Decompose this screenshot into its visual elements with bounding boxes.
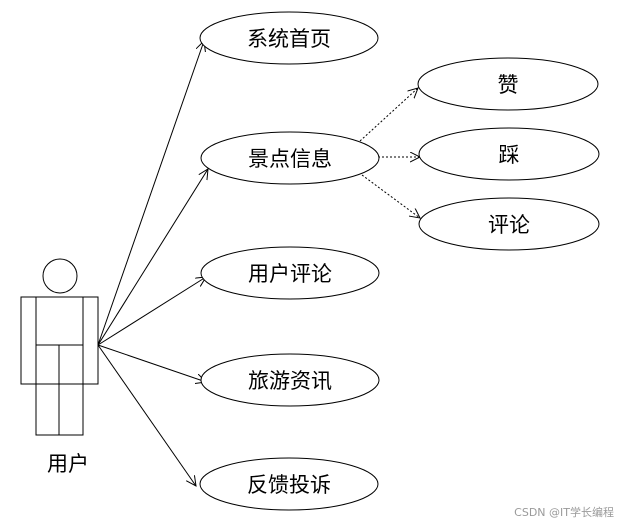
actor-label: 用户 (47, 452, 89, 476)
association-user-reviews (97, 277, 206, 346)
sub-use-case-comment-label: 评论 (488, 213, 530, 237)
extensions (359, 88, 420, 218)
use-case-complaint-label: 反馈投诉 (247, 473, 331, 497)
use-case-home: 系统首页 (199, 11, 379, 65)
extension-like (359, 88, 418, 142)
associations (97, 41, 208, 486)
association-travel-news (97, 344, 206, 382)
use-case-complaint: 反馈投诉 (199, 457, 379, 511)
association-home (97, 41, 204, 346)
use-case-travel-news-label: 旅游资讯 (248, 369, 332, 393)
use-case-home-label: 系统首页 (247, 27, 331, 51)
use-case-scenic-info-label: 景点信息 (248, 147, 332, 171)
extension-comment (361, 174, 420, 218)
sub-use-case-like-label: 赞 (498, 73, 519, 97)
use-case-scenic-info: 景点信息 (200, 131, 380, 185)
use-case-user-reviews: 用户评论 (200, 246, 380, 300)
actor-head (42, 258, 78, 294)
sub-use-case-like: 赞 (417, 57, 599, 111)
association-complaint (97, 344, 196, 486)
actor-figure (20, 258, 99, 436)
watermark: CSDN @IT学长编程 (514, 505, 614, 519)
sub-use-case-dislike-label: 踩 (499, 143, 520, 167)
sub-use-case-dislike: 踩 (418, 127, 600, 181)
sub-use-case-comment: 评论 (418, 197, 600, 251)
use-case-travel-news: 旅游资讯 (200, 353, 380, 407)
use-case-user-reviews-label: 用户评论 (248, 262, 332, 286)
association-scenic-info (97, 169, 208, 346)
